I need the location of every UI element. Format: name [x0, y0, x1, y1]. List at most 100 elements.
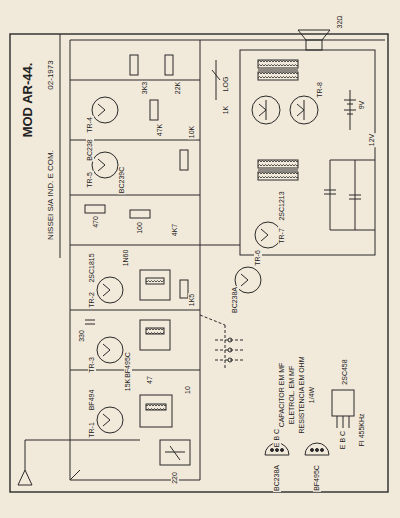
transistor-symbol	[97, 407, 123, 433]
variable-capacitor	[165, 446, 185, 460]
switch-contact	[228, 348, 232, 352]
transformer-core	[258, 70, 298, 71]
part-label: 10K	[188, 125, 196, 139]
part-label: CAPACITOR EM MF	[278, 362, 286, 429]
resistor-symbol	[180, 150, 188, 170]
transistor-leads	[98, 104, 105, 171]
part-label: 470	[92, 215, 100, 229]
supply-rail	[200, 40, 201, 480]
transistor-leads	[259, 100, 304, 120]
output-block-wire	[240, 50, 375, 255]
part-label: 1N60	[122, 249, 130, 268]
part-label: BC238	[86, 138, 94, 161]
part-label: 3K3	[141, 81, 149, 95]
transformer-coil	[258, 160, 298, 168]
coil	[146, 328, 164, 334]
part-label: TR-1	[88, 421, 96, 439]
part-label: 1K	[222, 105, 230, 116]
pinout-to92	[305, 443, 329, 455]
coil	[146, 278, 164, 284]
resistor-symbol	[130, 210, 150, 218]
part-label: 22K	[174, 81, 182, 95]
resistor-symbol	[165, 55, 173, 75]
part-label: 2SC1213	[278, 190, 286, 221]
capacitor-symbol	[324, 160, 336, 230]
pinout-to126	[332, 390, 354, 416]
part-label: BC238A	[273, 464, 281, 492]
transformer-coil	[258, 72, 298, 80]
title-rule	[60, 34, 61, 258]
part-label: TR-7	[278, 227, 286, 245]
transistor-leads	[103, 414, 110, 426]
switch-contact	[228, 358, 232, 362]
part-label: 15K	[124, 378, 132, 392]
top-wire	[70, 40, 385, 41]
part-label: FI 455KHz	[358, 412, 366, 447]
wire	[70, 440, 140, 480]
band-switch	[200, 315, 245, 370]
capacitor-symbol	[349, 160, 361, 230]
ground-rail	[70, 40, 71, 480]
part-label: 9V	[358, 100, 366, 111]
tuning-capacitor	[160, 440, 190, 465]
part-label: TR-3	[88, 356, 96, 374]
part-label: ELETROL. EM MF	[288, 365, 296, 425]
if-transformer	[140, 270, 170, 300]
part-label: TR-6	[254, 249, 262, 267]
part-label: TR-8	[316, 81, 324, 99]
part-label: TR-2	[88, 291, 96, 309]
part-label: TR-4	[86, 116, 94, 134]
part-label: TR-5	[86, 171, 94, 189]
oscillator-coil	[140, 395, 172, 427]
model-title: MOD AR-44.	[21, 62, 35, 139]
switch-contact	[228, 338, 232, 342]
part-label: LOG	[222, 76, 230, 93]
capacitor-symbol	[85, 320, 95, 324]
part-label: 100	[136, 221, 144, 235]
transformer-coil	[258, 172, 298, 180]
wire	[330, 160, 375, 230]
coil	[146, 404, 166, 410]
volume-pot	[212, 60, 220, 100]
resistor-symbol	[85, 205, 105, 213]
part-label: 02-1973	[46, 59, 55, 90]
antenna-wire	[25, 440, 70, 470]
part-label: 2SC458	[341, 358, 349, 385]
speaker-cone	[298, 30, 330, 40]
part-label: NISSEI S/A IND. E COM.	[46, 149, 55, 241]
part-label: BF494	[88, 389, 96, 412]
part-label: 1/4W	[308, 386, 316, 404]
transistor-leads	[241, 229, 268, 286]
bottom-wire	[70, 480, 200, 481]
part-label: 4K7	[171, 223, 179, 237]
part-label: E B C	[339, 430, 347, 450]
part-label: E B C	[273, 428, 281, 448]
wire	[70, 80, 240, 245]
if-transformer	[140, 320, 170, 350]
speaker-symbol	[306, 40, 322, 50]
part-label: 47	[146, 375, 154, 385]
part-label: 32Ω	[336, 14, 344, 29]
pinout-leads	[337, 416, 349, 428]
resistor-symbol	[130, 55, 138, 75]
part-label: 1K5	[188, 293, 196, 307]
transformer-core	[258, 170, 298, 171]
battery-symbol	[344, 90, 356, 130]
border	[10, 34, 388, 492]
part-label: BC238A	[231, 286, 239, 314]
resistor-symbol	[180, 280, 188, 298]
resistor-symbol	[150, 100, 158, 120]
part-label: 220	[171, 471, 179, 485]
part-label: 47K	[156, 123, 164, 137]
transformer-coil	[258, 60, 298, 68]
part-label: 12V	[368, 133, 376, 147]
transistor-leads	[103, 284, 110, 356]
part-label: 2SC1815	[88, 252, 96, 283]
part-label: 330	[78, 329, 86, 343]
part-label: BF495C	[313, 464, 321, 492]
antenna-symbol	[18, 470, 32, 485]
part-label: BC239C	[118, 166, 126, 194]
part-label: BF495C	[124, 351, 132, 379]
part-label: 10	[184, 385, 192, 395]
